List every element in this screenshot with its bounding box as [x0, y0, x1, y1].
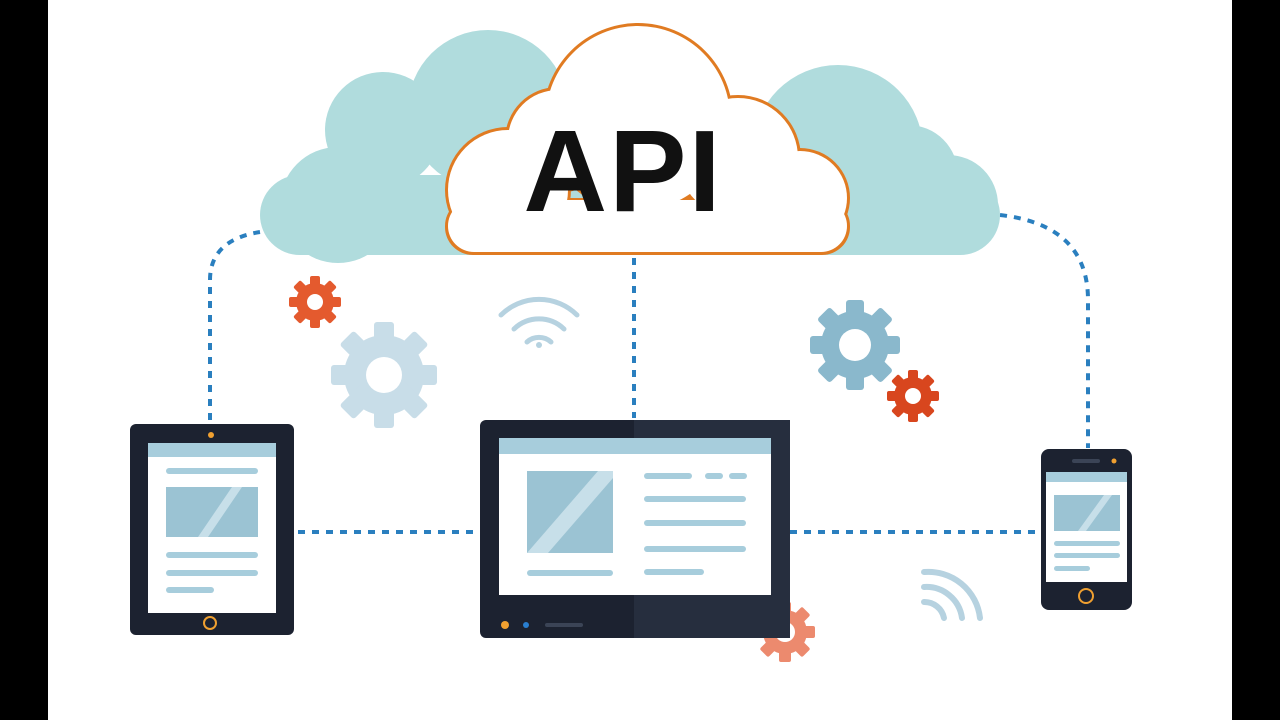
- tablet-icon: [130, 424, 294, 635]
- smartphone-icon: [1041, 449, 1132, 610]
- phone-camera: [1111, 458, 1117, 464]
- gear-icon: [289, 276, 341, 328]
- cloud-icon: API: [260, 23, 1000, 263]
- tablet-camera: [208, 432, 214, 438]
- signal-icon: [921, 568, 983, 621]
- gear-icon: [810, 300, 900, 390]
- monitor-icon: [480, 420, 790, 638]
- diagram-canvas: API: [48, 0, 1232, 720]
- tablet-home-button: [203, 616, 217, 630]
- connector-cloud-to-phone: [999, 213, 1090, 448]
- cloud-label: API: [523, 106, 722, 236]
- monitor-led-blue: [523, 622, 529, 628]
- gear-icon: [887, 370, 939, 422]
- phone-home-button: [1078, 588, 1094, 604]
- wifi-icon: [498, 296, 580, 348]
- connectors: [208, 213, 1090, 534]
- gear-icon: [331, 322, 437, 428]
- front-cloud: [445, 23, 850, 255]
- monitor-led-orange: [501, 621, 509, 629]
- api-diagram: API: [130, 23, 1132, 662]
- connector-cloud-to-tablet: [208, 230, 261, 420]
